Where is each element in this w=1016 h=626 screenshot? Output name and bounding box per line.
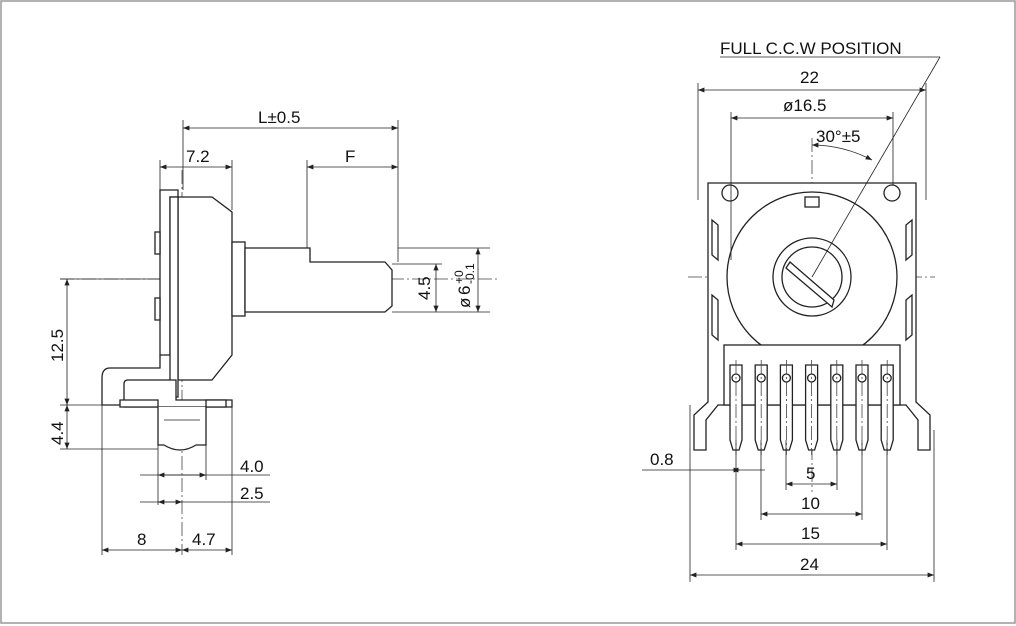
tab-bottom [154, 297, 161, 321]
dim-length-label: L±0.5 [258, 108, 300, 127]
bracket-foot-right [205, 399, 227, 408]
dim-22-label: 22 [800, 68, 819, 87]
callout-text: FULL C.C.W POSITION [720, 39, 902, 58]
dim-shaft-dia-label: ø 6 +0 -0.1 [452, 263, 477, 308]
dim-24-label: 24 [800, 555, 819, 574]
dia-value: 6 [455, 286, 474, 295]
callout-leader [811, 56, 941, 278]
index-mark [804, 196, 820, 208]
dim-45-label: 4.5 [415, 276, 434, 300]
dim-72-label: 7.2 [186, 147, 210, 166]
notch-right-upper [905, 218, 913, 262]
front-view: 22 ø16.5 FULL C.C.W POSITION 30°±5 24 15… [642, 39, 941, 582]
notch-left-lower [711, 293, 719, 342]
dim-8-label: 8 [137, 530, 146, 549]
dim-25-label: 2.5 [240, 484, 264, 503]
dim-44-label: 4.4 [48, 421, 67, 445]
angle-arc [811, 142, 873, 161]
notch-right-lower [905, 293, 913, 342]
mount-hole-right [883, 184, 901, 202]
housing-frame [169, 196, 179, 398]
mount-hole-left [721, 184, 739, 202]
tab-top [154, 231, 161, 255]
dim-08-label: 0.8 [650, 450, 674, 469]
dim-5-label: 5 [806, 464, 815, 483]
dia-symbol: ø [455, 298, 474, 308]
dia-tol-upper: +0 [452, 270, 466, 284]
side-view: L±0.5 7.2 F 4.5 ø 6 +0 -0.1 12.5 4.4 [48, 108, 500, 555]
dia-tol-lower: -0.1 [463, 263, 477, 284]
dim-40-label: 4.0 [240, 457, 264, 476]
dim-47-label: 4.7 [192, 530, 216, 549]
dim-f-label: F [345, 147, 355, 166]
terminal-lug [157, 407, 207, 451]
angle-label: 30°±5 [816, 127, 861, 146]
bracket-foot [119, 399, 159, 408]
dim-10-label: 10 [801, 494, 820, 513]
bushing [231, 241, 246, 317]
housing-body [177, 196, 233, 381]
dim-15-label: 15 [801, 524, 820, 543]
rotor-slot [785, 261, 835, 309]
terminal-pins [729, 360, 894, 455]
notch-left-upper [711, 218, 719, 262]
dim-165-label: ø16.5 [783, 96, 826, 115]
dim-125-label: 12.5 [48, 329, 67, 362]
mounting-bracket [101, 355, 233, 408]
